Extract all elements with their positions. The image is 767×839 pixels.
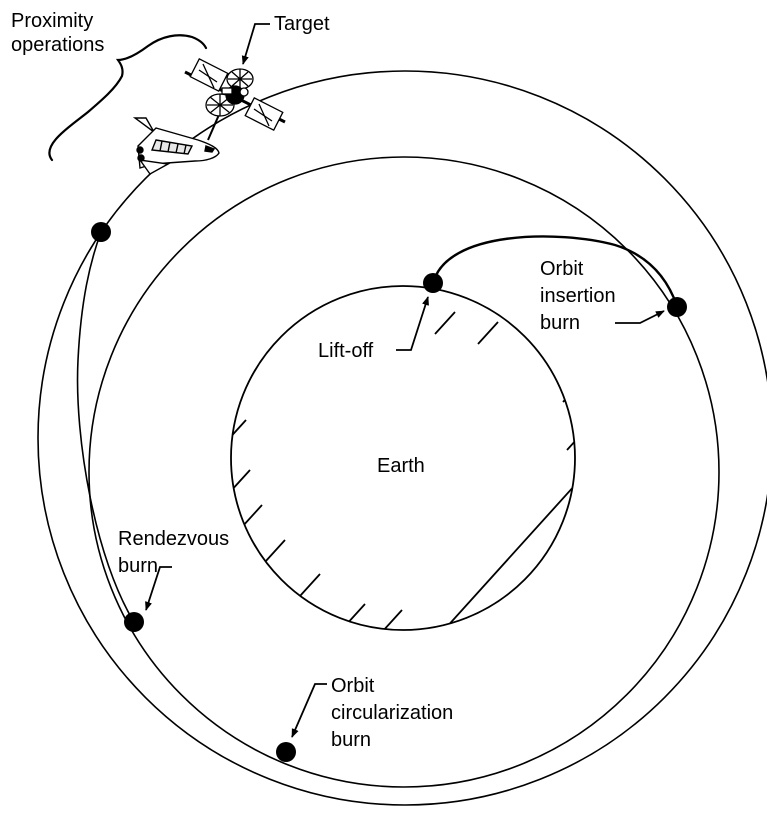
circularization-burn-label-line2: circularization [331,702,454,724]
rendezvous-transfer-arc [76,231,135,623]
circularization-arrow [291,683,327,738]
space-shuttle-icon [132,117,220,175]
target-arrow [241,23,270,65]
target-label: Target [274,13,330,35]
proximity-operations-brace [48,34,208,162]
proximity-operations-label-line1: Proximity [11,10,94,32]
circularization-burn-label-line3: burn [331,729,372,751]
orbit-insertion-label-line2: insertion [540,285,616,307]
liftoff-point [423,273,443,293]
proximity-operations-label-line2: operations [11,34,105,56]
rendezvous-burn-label-line2: burn [118,555,159,577]
liftoff-arrow [396,296,429,351]
phasing-point [91,222,111,242]
circularization-burn-label-line1: Orbit [331,675,375,697]
rendezvous-burn-point [124,612,144,632]
liftoff-label: Lift-off [318,340,374,362]
intermediate-orbit [88,156,720,788]
orbit-insertion-burn-point [667,297,687,317]
earth [230,285,576,631]
satellite-target-icon [184,57,286,141]
orbit-insertion-arrow [615,310,665,324]
rendezvous-burn-label-line1: Rendezvous [118,528,230,550]
outer-target-orbit [37,70,767,806]
earth-label: Earth [377,455,425,477]
orbit-insertion-label-line3: burn [540,312,581,334]
rendezvous-arrow [145,566,172,611]
ascent-trajectory [431,235,679,307]
orbit-circularization-burn-point [276,742,296,762]
orbit-insertion-label-line1: Orbit [540,258,584,280]
